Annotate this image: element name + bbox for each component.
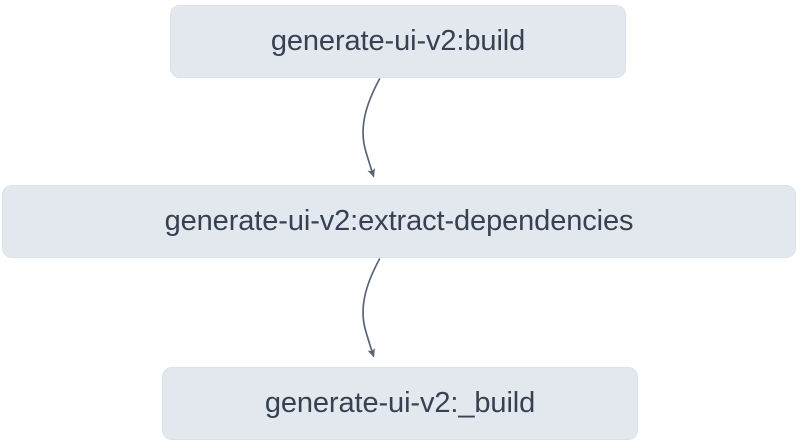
node-generate-ui-v2-underscore-build[interactable]: generate-ui-v2:_build bbox=[162, 367, 638, 440]
node-label: generate-ui-v2:build bbox=[270, 25, 526, 57]
node-label: generate-ui-v2:_build bbox=[264, 387, 536, 419]
node-generate-ui-v2-extract-dependencies[interactable]: generate-ui-v2:extract-dependencies bbox=[2, 185, 796, 258]
edge-build-to-extract-dependencies bbox=[362, 78, 381, 178]
node-label: generate-ui-v2:extract-dependencies bbox=[164, 205, 634, 237]
node-generate-ui-v2-build[interactable]: generate-ui-v2:build bbox=[170, 5, 626, 78]
edge-extract-dependencies-to-underscore-build bbox=[362, 258, 381, 358]
